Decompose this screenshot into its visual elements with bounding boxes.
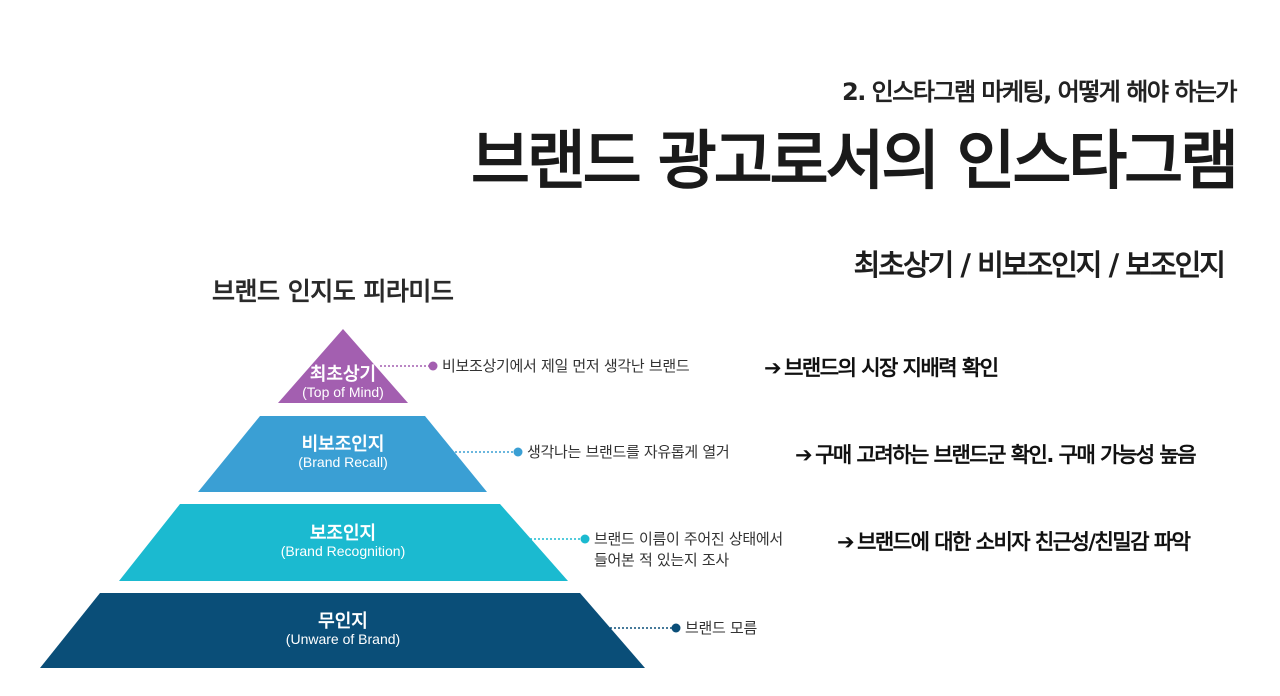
connector-dot xyxy=(428,361,438,371)
section-subtitle: 2. 인스타그램 마케팅, 어떻게 해야 하는가 xyxy=(842,78,1238,106)
arrow-right-icon: ➔ xyxy=(795,443,813,467)
connector-dot xyxy=(513,447,523,457)
description-line-2: 들어본 적 있는지 조사 xyxy=(594,551,729,569)
level-name-en: (Top of Mind) xyxy=(302,383,384,400)
level-name-ko: 비보조인지 xyxy=(301,434,385,455)
arrow-right-icon: ➔ xyxy=(764,356,782,380)
level-conclusion: ➔구매 고려하는 브랜드군 확인. 구매 가능성 높음 xyxy=(795,439,1197,469)
conclusion-text: 브랜드의 시장 지배력 확인 xyxy=(784,356,999,380)
level-description: 브랜드 모름 xyxy=(685,619,757,637)
awareness-categories: 최초상기 / 비보조인지 / 보조인지 xyxy=(853,248,1226,282)
level-name-en: (Unware of Brand) xyxy=(285,630,401,647)
connector-dot xyxy=(671,623,681,633)
pyramid-level-brand-recall xyxy=(198,416,487,492)
conclusion-text: 구매 고려하는 브랜드군 확인. 구매 가능성 높음 xyxy=(815,443,1196,467)
level-description: 비보조상기에서 제일 먼저 생각난 브랜드 xyxy=(442,357,690,375)
arrow-right-icon: ➔ xyxy=(837,530,855,554)
level-label-unaware: 무인지 (Unware of Brand) xyxy=(243,611,443,647)
pyramid-level-unaware xyxy=(40,593,645,668)
level-name-en: (Brand Recognition) xyxy=(280,542,406,559)
level-label-brand-recognition: 보조인지 (Brand Recognition) xyxy=(243,523,443,559)
level-name-ko: 무인지 xyxy=(318,611,368,632)
pyramid-level-top-of-mind xyxy=(278,329,408,403)
level-label-brand-recall: 비보조인지 (Brand Recall) xyxy=(243,434,443,470)
conclusion-text: 브랜드에 대한 소비자 친근성/친밀감 파악 xyxy=(857,530,1191,554)
pyramid-level-brand-recognition xyxy=(119,504,568,581)
level-description: 생각나는 브랜드를 자유롭게 열거 xyxy=(527,443,730,461)
level-conclusion: ➔브랜드의 시장 지배력 확인 xyxy=(764,352,999,382)
level-name-ko: 보조인지 xyxy=(309,523,377,544)
level-name-en: (Brand Recall) xyxy=(298,453,388,470)
pyramid-title: 브랜드 인지도 피라미드 xyxy=(212,277,454,306)
level-label-top-of-mind: 최초상기 (Top of Mind) xyxy=(283,364,403,400)
connector-dot xyxy=(580,534,590,544)
level-conclusion: ➔브랜드에 대한 소비자 친근성/친밀감 파악 xyxy=(837,526,1191,556)
page-title: 브랜드 광고로서의 인스타그램 xyxy=(470,125,1239,199)
level-description: 브랜드 이름이 주어진 상태에서 들어본 적 있는지 조사 xyxy=(594,529,783,571)
description-line-1: 브랜드 이름이 주어진 상태에서 xyxy=(594,530,783,548)
level-name-ko: 최초상기 xyxy=(309,364,377,385)
